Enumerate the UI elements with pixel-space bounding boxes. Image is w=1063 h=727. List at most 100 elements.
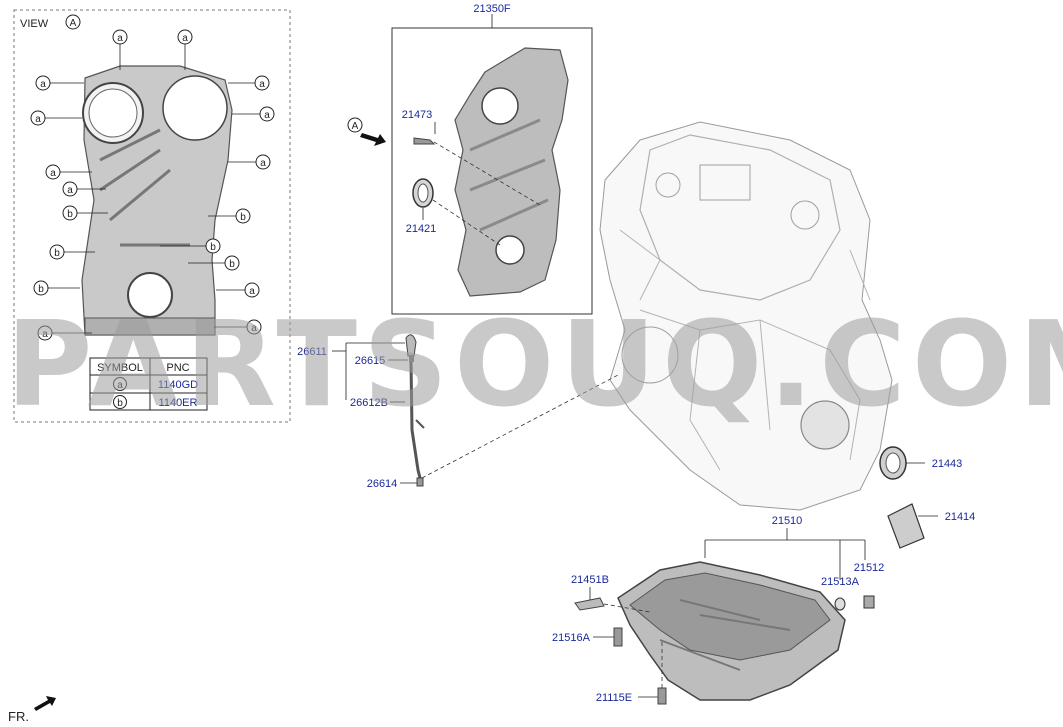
table-symbol: a	[117, 380, 123, 391]
callout-label: a	[182, 33, 188, 44]
timing-cover-seal-bore	[495, 235, 525, 265]
cover-opening-inner-left	[88, 88, 138, 138]
part-26615[interactable]: 26615	[355, 355, 386, 367]
bolt-21473[interactable]	[413, 137, 436, 145]
callout-label: b	[210, 242, 216, 253]
part-21513A[interactable]: 21513A	[821, 576, 860, 588]
block-details-2	[619, 229, 871, 301]
drain-plug-21512[interactable]	[863, 595, 875, 609]
cover-opening-right	[162, 75, 228, 141]
table-header-symbol: SYMBOL	[97, 362, 143, 374]
part-21350F[interactable]: 21350F	[473, 3, 511, 15]
dipstick-o-ring[interactable]	[409, 356, 414, 362]
oil-pan-group: 21510 21451B 21513A 21512 21516A 21115E	[552, 515, 885, 705]
crank-boss	[800, 400, 850, 450]
bolt-21115E[interactable]	[657, 687, 667, 705]
part-21510[interactable]: 21510	[772, 515, 803, 527]
callout-bubble	[30, 110, 46, 126]
part-21473[interactable]: 21473	[402, 109, 433, 121]
gasket-21414[interactable]	[887, 503, 925, 549]
part-21451B[interactable]: 21451B	[571, 574, 609, 586]
callout-bubble	[259, 106, 275, 122]
part-21512[interactable]: 21512	[854, 562, 885, 574]
dipstick-bolt[interactable]	[416, 477, 424, 487]
dipstick-bracket	[415, 419, 425, 429]
engine-block	[599, 121, 893, 511]
watermark: PARTSOUQ.COM	[6, 295, 1063, 433]
view-a-panel: VIEW A a a a a a	[13, 9, 291, 423]
part-21115E[interactable]: 21115E	[596, 692, 632, 704]
part-21443[interactable]: 21443	[932, 458, 963, 470]
oil-pan-sump	[629, 572, 831, 661]
crank-seal-opening	[127, 272, 173, 318]
callout-label: a	[264, 110, 270, 121]
part-26612B[interactable]: 26612B	[350, 397, 388, 409]
callout-bubble	[49, 244, 65, 260]
callout-bubble	[244, 282, 260, 298]
seal-21443-inner	[885, 452, 901, 474]
drain-gasket-21513A[interactable]	[834, 597, 846, 611]
callout-label: a	[251, 323, 257, 334]
front-arrow-icon	[34, 696, 56, 711]
front-indicator: FR.	[8, 696, 56, 724]
table-pnc-link[interactable]: 1140ER	[159, 397, 198, 409]
cylinder-head	[639, 134, 841, 301]
callout-bubble	[33, 280, 49, 296]
callout-label: a	[67, 185, 73, 196]
oil-pump-housing	[621, 326, 679, 384]
part-26614[interactable]: 26614	[367, 478, 398, 490]
oil-pan-ribs	[659, 599, 791, 671]
callout-bubble	[62, 205, 78, 221]
view-arrow-letter: A	[352, 121, 359, 132]
callout-bubble	[112, 29, 128, 45]
seal-21421-inner	[417, 183, 429, 203]
timing-cover-opening	[481, 87, 519, 125]
callout-label: b	[229, 259, 235, 270]
callout-bubble	[246, 319, 262, 335]
callout-label: a	[40, 79, 46, 90]
timing-cover-group: 21350F 21473 21421	[391, 3, 593, 315]
callout-bubble	[224, 255, 240, 271]
callout-label: b	[67, 209, 73, 220]
view-panel-border	[13, 9, 291, 423]
table-symbol-bubble	[113, 395, 127, 409]
callout-label: a	[117, 33, 123, 44]
part-26611[interactable]: 26611	[297, 346, 327, 358]
rear-seal-group: 21443 21414	[879, 446, 976, 549]
callout-bubble	[235, 208, 251, 224]
part-21421[interactable]: 21421	[406, 223, 437, 235]
callout-bubble	[177, 29, 193, 45]
callout-label: a	[42, 329, 48, 340]
part-21516A[interactable]: 21516A	[552, 632, 591, 644]
callout-label: b	[240, 212, 246, 223]
callout-bubble	[45, 164, 61, 180]
callout-label: a	[259, 79, 265, 90]
callout-label: a	[249, 286, 255, 297]
callout-label: a	[260, 158, 266, 169]
callout-label: b	[54, 248, 60, 259]
oil-filler-cap	[655, 172, 681, 198]
view-letter: A	[70, 18, 77, 29]
view-title: VIEW	[20, 18, 49, 30]
callout-bubble	[255, 154, 271, 170]
callout-label: b	[38, 284, 44, 295]
table-pnc-link[interactable]: 1140GD	[158, 379, 198, 391]
dipstick-tube[interactable]	[409, 361, 422, 479]
callout-label: a	[50, 168, 56, 179]
bolt-21516A[interactable]	[613, 627, 623, 647]
cam-sprocket-boss	[790, 200, 820, 230]
table-symbol: b	[117, 398, 123, 409]
cover-ribs	[99, 128, 190, 247]
dipstick-group: 26611 26615 26612B 26614	[297, 334, 619, 490]
callout-bubble	[37, 325, 53, 341]
baffle-21451B[interactable]	[574, 597, 605, 611]
cover-bottom-flange	[84, 317, 216, 336]
block-details	[639, 309, 861, 471]
dipstick-handle[interactable]	[405, 334, 417, 357]
table-header-pnc: PNC	[166, 362, 189, 374]
callout-bubble	[254, 75, 270, 91]
view-letter-circle	[65, 14, 81, 30]
part-21414[interactable]: 21414	[945, 511, 976, 523]
symbol-table: SYMBOL PNC a 1140GD b 1140ER	[89, 357, 208, 411]
